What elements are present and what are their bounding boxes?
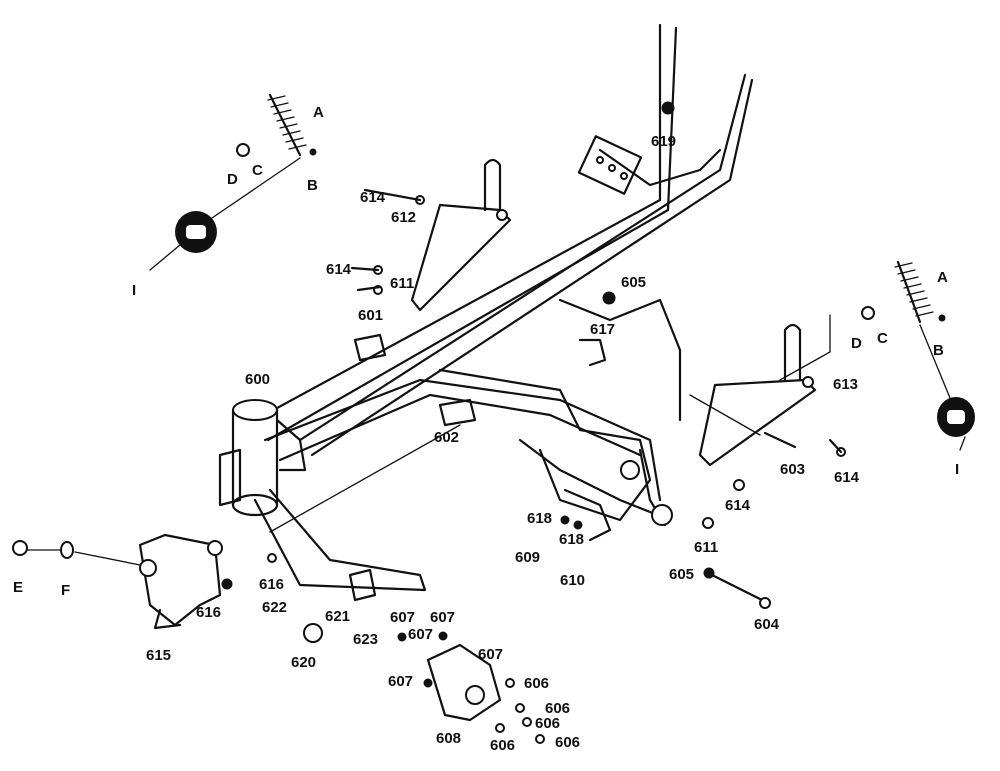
bracket-612	[410, 158, 512, 312]
label-606-d: 606	[555, 734, 581, 751]
label-614-c: 614	[725, 497, 751, 514]
label-620: 620	[291, 654, 317, 671]
label-611-upper: 611	[390, 275, 415, 292]
pad-i-right	[937, 397, 975, 437]
spring-a-left	[236, 93, 317, 157]
label-607-e: 607	[388, 673, 414, 690]
label-i-left: I	[132, 282, 137, 299]
engine-mount-615	[138, 533, 223, 630]
label-e: E	[13, 579, 24, 596]
label-623: 623	[353, 631, 379, 648]
label-b-left: B	[307, 177, 318, 194]
leader-lines	[24, 157, 966, 566]
label-618-a: 618	[527, 510, 553, 527]
label-d-right: D	[851, 335, 862, 352]
label-604: 604	[754, 616, 780, 633]
label-619: 619	[651, 133, 677, 150]
label-614-d: 614	[834, 469, 860, 486]
bracket-608	[426, 643, 502, 722]
label-a-left: A	[313, 104, 324, 121]
label-602: 602	[434, 429, 460, 446]
pivot-assembly	[438, 368, 673, 542]
label-617: 617	[590, 321, 616, 338]
label-i-right: I	[955, 461, 960, 478]
label-600: 600	[245, 371, 271, 388]
head-tube	[218, 399, 307, 517]
label-615: 615	[146, 647, 172, 664]
label-614-b: 614	[326, 261, 352, 278]
label-605-upper: 605	[621, 274, 647, 291]
fasteners	[12, 101, 846, 744]
label-613: 613	[833, 376, 859, 393]
label-606-c: 606	[535, 715, 561, 732]
pad-i-left	[175, 211, 217, 253]
label-f: F	[61, 582, 71, 599]
label-c-right: C	[877, 330, 888, 347]
label-616-b: 616	[196, 604, 222, 621]
label-608: 608	[436, 730, 462, 747]
label-607-b: 607	[430, 609, 456, 626]
spring-a-right	[861, 260, 946, 324]
label-607-a: 607	[390, 609, 416, 626]
label-d-left: D	[227, 171, 238, 188]
label-612: 612	[391, 209, 417, 226]
label-603: 603	[780, 461, 806, 478]
label-b-right: B	[933, 342, 944, 359]
label-606-e: 606	[490, 737, 516, 754]
bracket-613	[698, 323, 817, 467]
label-601: 601	[358, 307, 384, 324]
label-611-lower: 611	[694, 539, 719, 556]
label-622: 622	[262, 599, 288, 616]
label-606-b: 606	[545, 700, 571, 717]
label-614-a: 614	[360, 189, 386, 206]
label-616-a: 616	[259, 576, 285, 593]
label-610: 610	[560, 572, 586, 589]
label-618-b: 618	[559, 531, 585, 548]
label-607-c: 607	[408, 626, 434, 643]
label-621: 621	[325, 608, 351, 625]
label-607-d: 607	[478, 646, 504, 663]
label-609: 609	[515, 549, 541, 566]
label-606-a: 606	[524, 675, 550, 692]
label-a-right: A	[937, 269, 948, 286]
label-c-left: C	[252, 162, 263, 179]
main-frame	[253, 23, 754, 592]
label-605-lower: 605	[669, 566, 695, 583]
